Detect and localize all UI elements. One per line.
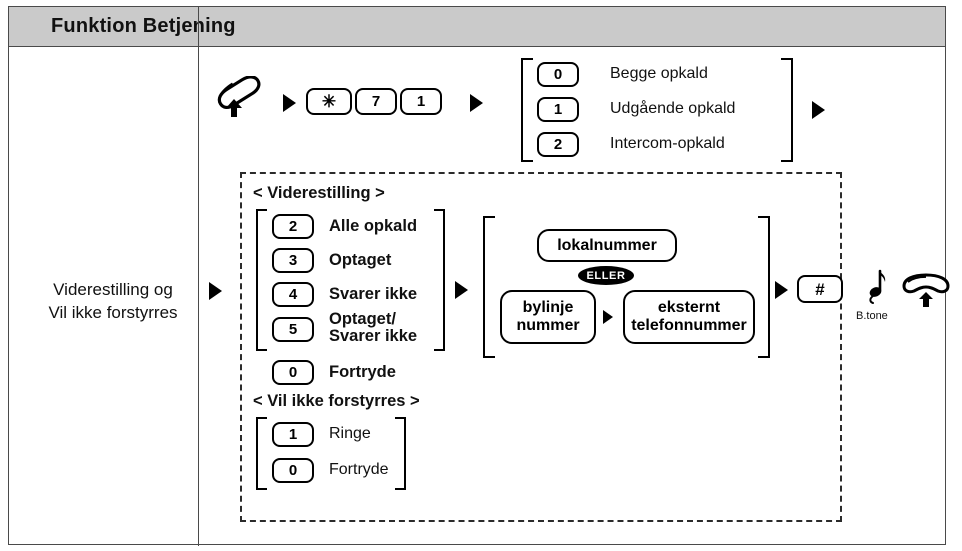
column-divider <box>198 7 199 546</box>
forward-label-5-line-2: Svarer ikke <box>329 327 418 346</box>
forward-bracket-left <box>256 209 267 351</box>
forward-section-title: < Viderestilling > <box>253 184 385 202</box>
option-bracket-right <box>781 58 793 162</box>
extension-number-box[interactable]: lokalnummer <box>537 229 677 262</box>
key-7[interactable]: 7 <box>355 88 397 115</box>
number-group-bracket-left <box>483 216 495 358</box>
option-key-1[interactable]: 1 <box>537 97 579 122</box>
trunk-line-box[interactable]: bylinje nummer <box>500 290 596 344</box>
dnd-bracket-left <box>256 417 267 490</box>
table-header-title: Funktion Betjening <box>51 15 236 37</box>
key-1[interactable]: 1 <box>400 88 442 115</box>
option-label-1: Udgående opkald <box>610 100 736 117</box>
option-key-0[interactable]: 0 <box>537 62 579 87</box>
arrow-right-icon-row2-entry <box>209 282 222 300</box>
forward-label-5: Optaget/ Svarer ikke <box>329 310 418 346</box>
number-group-bracket-right <box>758 216 770 358</box>
forward-key-2[interactable]: 2 <box>272 214 314 239</box>
forward-label-5-line-1: Optaget/ <box>329 310 396 328</box>
key-hash[interactable]: # <box>797 275 843 303</box>
function-label-line-2: Vil ikke forstyrres <box>48 302 178 322</box>
external-number-box[interactable]: eksternt telefonnummer <box>623 290 755 344</box>
dnd-key-1[interactable]: 1 <box>272 422 314 447</box>
forward-cancel-label: Fortryde <box>329 363 396 381</box>
external-line-2: telefonnummer <box>631 317 747 334</box>
arrow-right-icon-to-number-group <box>455 281 468 299</box>
option-key-2[interactable]: 2 <box>537 132 579 157</box>
trunk-line-1: bylinje <box>522 299 574 317</box>
forward-label-3: Optaget <box>329 251 392 269</box>
function-label-line-1: Viderestilling og <box>53 280 173 299</box>
table-header-row: Funktion Betjening <box>9 7 945 47</box>
function-label: Viderestilling og Vil ikke forstyrres <box>25 279 201 325</box>
handset-onhook-icon <box>902 273 950 307</box>
external-line-1: eksternt <box>657 299 721 317</box>
handset-offhook-icon <box>217 76 261 117</box>
option-bracket-left <box>521 58 533 162</box>
or-badge: ELLER <box>578 266 634 285</box>
forward-bracket-right <box>434 209 445 351</box>
key-star[interactable]: ✳ <box>306 88 352 115</box>
dnd-bracket-right <box>395 417 406 490</box>
btone-label: B.tone <box>856 310 888 322</box>
forward-key-3[interactable]: 3 <box>272 248 314 273</box>
forward-key-5[interactable]: 5 <box>272 317 314 342</box>
dnd-section-title: < Vil ikke forstyrres > <box>253 392 420 410</box>
forward-label-2: Alle opkald <box>329 217 418 235</box>
forward-label-4: Svarer ikke <box>329 285 418 303</box>
arrow-right-icon-to-hash <box>775 281 788 299</box>
dnd-label-0: Fortryde <box>329 461 389 478</box>
dnd-label-1: Ringe <box>329 425 371 442</box>
arrow-right-icon-inner-number <box>603 310 613 324</box>
arrow-right-icon-2 <box>470 94 483 112</box>
music-note-icon <box>869 269 886 304</box>
arrow-right-icon-1 <box>283 94 296 112</box>
arrow-right-icon-3 <box>812 101 825 119</box>
trunk-line-2: nummer <box>516 317 580 334</box>
dnd-key-0[interactable]: 0 <box>272 458 314 483</box>
option-label-2: Intercom-opkald <box>610 135 725 152</box>
forward-key-4[interactable]: 4 <box>272 282 314 307</box>
forward-cancel-key-0[interactable]: 0 <box>272 360 314 385</box>
option-label-0: Begge opkald <box>610 65 708 82</box>
row2-dashed-container <box>240 172 842 522</box>
